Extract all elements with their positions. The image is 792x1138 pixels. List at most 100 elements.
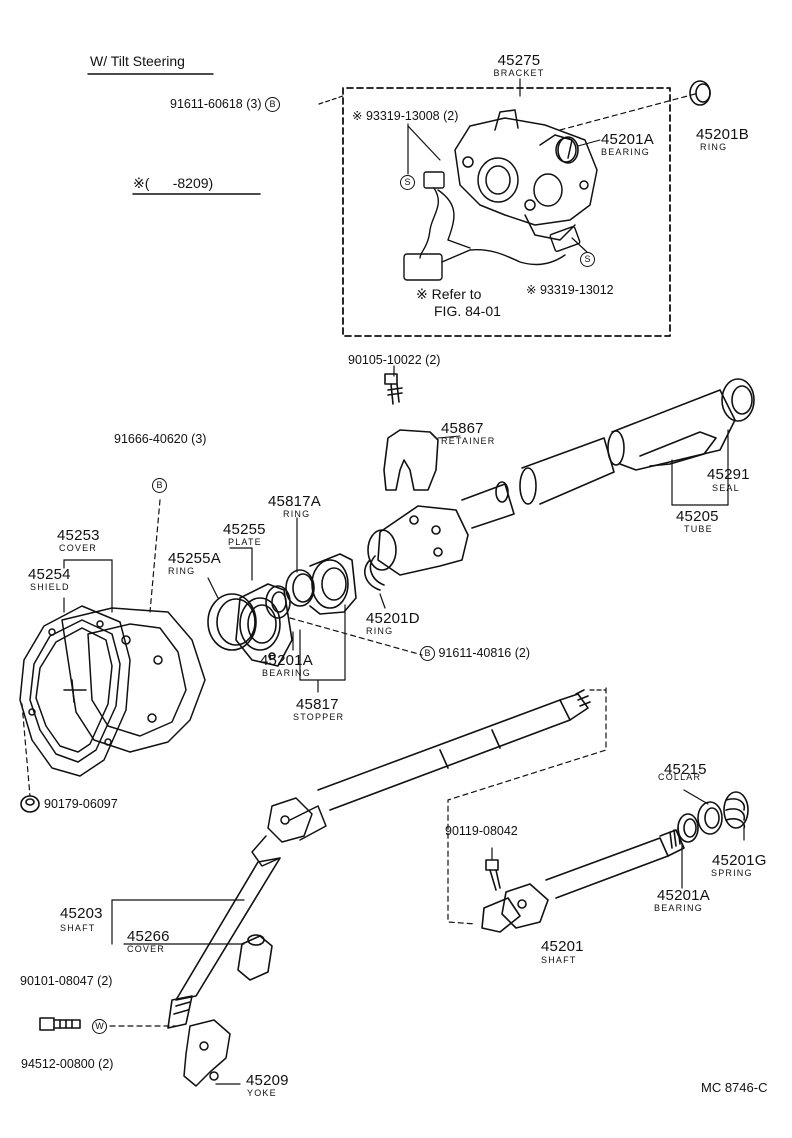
figure-code: MC 8746-C <box>701 1080 768 1095</box>
bolt-90105-10022 <box>384 373 403 405</box>
callout-refer-line2: FIG. 84-01 <box>434 303 501 319</box>
part-45201A-mid-number: 45201A <box>260 652 313 669</box>
universal-joint-upper <box>251 797 327 867</box>
tube-assembly <box>367 378 755 576</box>
shaft-leaders <box>111 899 245 945</box>
diagram-title: W/ Tilt Steering <box>90 53 185 69</box>
plate-45255 <box>235 583 293 667</box>
marker-w-icon: W <box>92 1019 107 1034</box>
part-45203-name: SHAFT <box>60 923 96 933</box>
part-45253-number: 45253 <box>57 527 100 544</box>
shaft-upper <box>317 689 591 811</box>
leader-93319-13012 <box>571 237 588 253</box>
callout-refer-line1: ※ Refer to <box>416 286 482 302</box>
part-45205-name: TUBE <box>684 524 713 534</box>
part-45291-number: 45291 <box>707 466 750 483</box>
bolt-90119-08042 <box>485 859 501 891</box>
cover-leaders <box>63 559 113 613</box>
marker-s-icon-1: S <box>400 175 415 190</box>
spring-45201G <box>723 791 749 829</box>
leader-91611-40816 <box>289 617 423 656</box>
part-45201D-name: RING <box>366 626 394 636</box>
leader-45201D <box>379 593 386 609</box>
callout-91611-40816: B 91611-40816 (2) <box>420 646 530 661</box>
callout-91611-60618: 91611-60618 (3) B <box>170 97 280 112</box>
yoke-45209 <box>183 1019 231 1087</box>
marker-b-icon-3: B <box>420 646 435 661</box>
bearing-45201A-top <box>557 136 601 164</box>
lower-right-leaders <box>681 789 745 889</box>
part-45254-number: 45254 <box>28 566 71 583</box>
marker-s-icon-2: S <box>580 252 595 267</box>
callout-91666-40620: 91666-40620 (3) <box>114 432 207 446</box>
part-45201B-number: 45201B <box>696 126 749 143</box>
callout-90101-08047: 90101-08047 (2) <box>20 974 113 988</box>
part-45255-number: 45255 <box>223 521 266 538</box>
part-45201-number: 45201 <box>541 938 584 955</box>
ring-45201B <box>689 80 711 106</box>
leader-93319-13008b <box>407 125 441 161</box>
part-45201G-name: SPRING <box>711 868 753 878</box>
bearing-45201A-low <box>677 813 699 843</box>
ring-45201D <box>364 555 385 591</box>
part-45201G-number: 45201G <box>712 852 767 869</box>
callout-90105-10022: 90105-10022 (2) <box>348 353 441 367</box>
part-45201A-top-number: 45201A <box>601 131 654 148</box>
part-45209-name: YOKE <box>247 1088 277 1098</box>
part-45201A-mid-name: BEARING <box>262 668 311 678</box>
callout-91611-40816-text: 91611-40816 (2) <box>438 645 530 660</box>
part-45201D-number: 45201D <box>366 610 420 627</box>
marker-b-icon: B <box>265 97 280 112</box>
bracket-45275 <box>454 109 598 241</box>
cover-45253 <box>61 607 206 753</box>
part-45266-name: COVER <box>127 944 166 954</box>
part-45253-name: COVER <box>59 543 98 553</box>
callout-94512-00800: 94512-00800 (2) <box>21 1057 114 1071</box>
callout-91611-60618-text: 91611-60618 (3) <box>170 96 262 111</box>
marker-b-icon-2: B <box>152 478 167 493</box>
part-45867-number: 45867 <box>441 420 484 437</box>
bracket-frame <box>342 87 671 337</box>
collar-45215 <box>697 801 723 835</box>
part-45275-name: BRACKET <box>493 68 545 78</box>
part-45254-name: SHIELD <box>30 582 70 592</box>
part-45201B-name: RING <box>700 142 728 152</box>
part-45867-name: RETAINER <box>441 436 496 446</box>
part-45203-number: 45203 <box>60 905 103 922</box>
part-45255-name: PLATE <box>228 537 262 547</box>
note-range-text: ( -8209) <box>144 175 214 191</box>
ring-45255A <box>207 593 257 651</box>
stopper-45817 <box>309 553 357 615</box>
part-45255A-name: RING <box>168 566 196 576</box>
shield-45254 <box>19 605 131 777</box>
callout-90179-06097: 90179-06097 <box>44 797 118 811</box>
wire-harness <box>403 171 581 281</box>
part-45209-number: 45209 <box>246 1072 289 1089</box>
part-45201A-low-number: 45201A <box>657 887 710 904</box>
part-45255A-number: 45255A <box>168 550 221 567</box>
part-45205-number: 45205 <box>676 508 719 525</box>
callout-90119-08042: 90119-08042 <box>445 824 518 838</box>
part-45266-number: 45266 <box>127 928 170 945</box>
leader-45201B <box>559 93 696 131</box>
part-45201-name: SHAFT <box>541 955 577 965</box>
part-45817-name: STOPPER <box>293 712 345 722</box>
shaft-dashed-2 <box>447 687 607 925</box>
bolt-90101-08047 <box>39 1017 81 1031</box>
retainer-45867 <box>383 429 461 491</box>
part-45291-name: SEAL <box>712 483 740 493</box>
part-45275-number: 45275 <box>497 52 541 69</box>
ring-45817A <box>285 569 315 607</box>
shaft-45203 <box>167 857 281 1029</box>
part-45817-number: 45817 <box>296 696 339 713</box>
part-45817A-name: RING <box>283 509 311 519</box>
callout-93319-13008: ※ 93319-13008 (2) <box>352 109 459 123</box>
leader-90179-06097 <box>21 703 31 797</box>
part-45817A-number: 45817A <box>268 493 321 510</box>
note-range: ※( -8209) <box>133 176 213 190</box>
cover-45266 <box>237 934 273 981</box>
leader-91666-40620 <box>149 499 161 613</box>
part-45201A-top-name: BEARING <box>601 147 650 157</box>
nut-90179-06097 <box>20 795 40 813</box>
